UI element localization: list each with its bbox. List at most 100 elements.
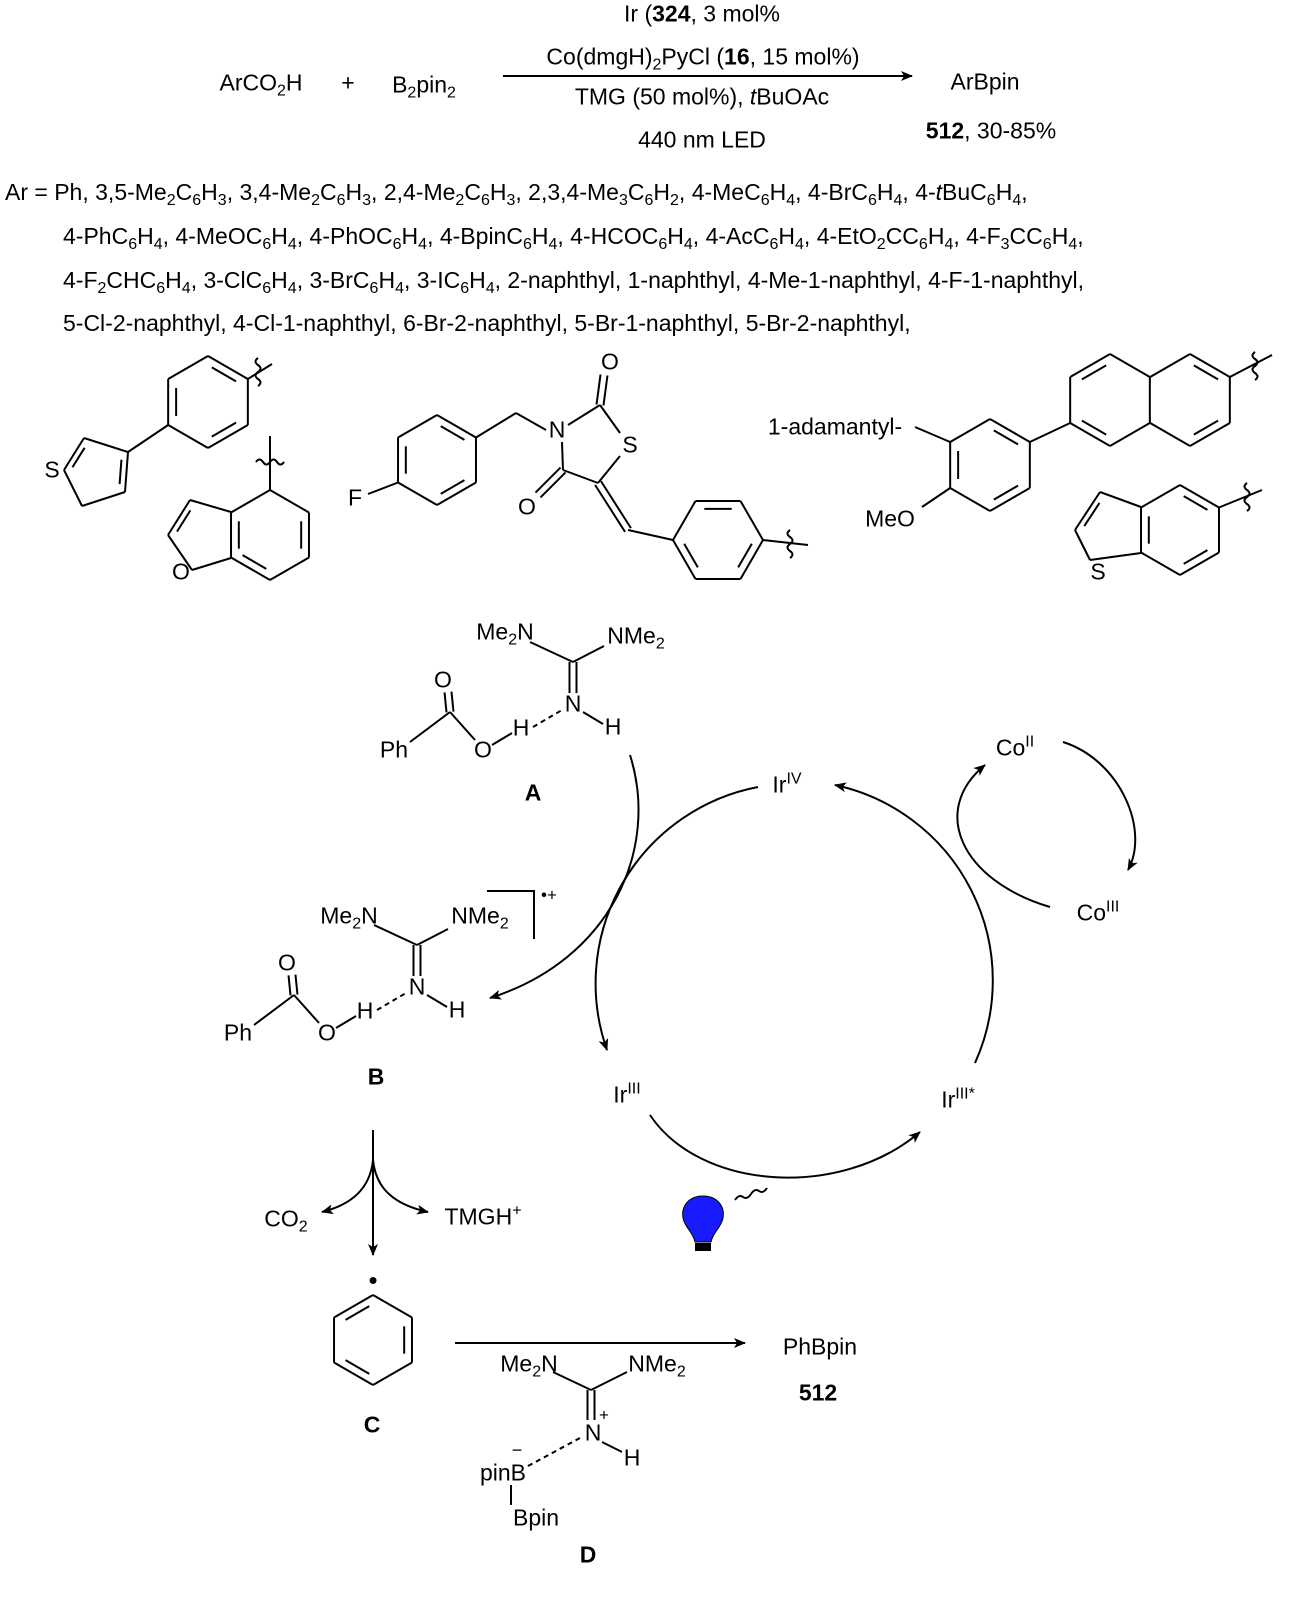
double-bond [683, 543, 699, 568]
atom-s: S [622, 431, 638, 458]
bond [1229, 354, 1273, 378]
benzene-bond [269, 556, 310, 581]
aryl-group: 4-PhOC6H4, [309, 223, 440, 253]
cond-text: Ir ( [624, 0, 653, 27]
arrow-to-co2 [321, 1159, 374, 1215]
b-h: H [356, 997, 374, 1024]
light-wave-icon [734, 1187, 768, 1201]
double-bond [242, 554, 267, 570]
oxidation-state: III [1106, 898, 1120, 916]
naphthalene-bond [1149, 422, 1191, 447]
aryl-group: 6-Br-2-naphthyl, [403, 310, 575, 336]
aryl-group: 2,4-Me2C6H3, [383, 179, 529, 209]
naphthalene-bond [1069, 353, 1111, 378]
scope-line: Ar = Ph, 3,5-Me2C6H3, 3,4-Me2C6H3, 2,4-M… [5, 179, 1028, 209]
benzene-bond [436, 414, 477, 439]
aryl-group: 3,4-Me2C6H3, [239, 179, 384, 209]
benzene-bond [949, 487, 991, 512]
bond [582, 711, 604, 725]
cobalt-arrow [956, 764, 1051, 908]
wavy-bond-icon [786, 529, 794, 559]
atom-o: O [172, 558, 190, 585]
thiophene-bond [1074, 491, 1101, 531]
bond [335, 1015, 357, 1029]
thiophene-bond [1099, 491, 1142, 508]
a-nme2: NMe2 [607, 622, 665, 653]
bond [515, 412, 547, 431]
d-plus-charge: + [599, 1405, 609, 1425]
a-h: H [512, 714, 530, 741]
product-phbpin: PhBpin [782, 1333, 858, 1360]
thiophene-bond [81, 491, 126, 507]
atom-s: S [44, 456, 60, 483]
tmgh-text: TMGH [444, 1203, 513, 1230]
wavy-bond-icon [1251, 351, 1259, 381]
atom-o: O [601, 348, 619, 375]
d-bpin: Bpin [512, 1504, 560, 1531]
double-bond [737, 543, 753, 568]
arrow-to-tmgh [372, 1159, 429, 1215]
ir-iv: IrIV [772, 771, 801, 797]
cobalt-arrow [1062, 741, 1138, 871]
benzene-bond [1179, 484, 1220, 509]
ir-iii: IrIII [613, 1081, 640, 1108]
condition-light: 440 nm LED [638, 126, 766, 153]
cond-compound-number: 16 [724, 43, 750, 70]
reactant-arco2h: ArCO2H [219, 69, 303, 100]
wavy-bond-icon [1243, 482, 1251, 512]
benzene-bond [167, 355, 209, 380]
ir-symbol: Ir [941, 1086, 956, 1113]
product-number: 512 [925, 117, 965, 144]
naphthalene-bond [1109, 422, 1151, 447]
aryl-group: 2-naphthyl, [507, 267, 628, 293]
bond [601, 1441, 623, 1453]
atom-f: F [347, 484, 363, 511]
charge: + [512, 1202, 522, 1220]
benzene-bond [1140, 551, 1181, 576]
bond [475, 412, 517, 439]
scope-line: 4-F2CHC6H4, 3-ClC6H4, 3-BrC6H4, 3-IC6H4,… [63, 267, 1084, 297]
double-bond [1183, 495, 1208, 511]
benzene-bond [739, 539, 764, 580]
benzene-bond [397, 414, 438, 439]
bracket [487, 890, 535, 939]
aryl-group: 4-BrC6H4, [807, 179, 916, 209]
benzene-bond [333, 1294, 374, 1319]
condition-base-solvent: TMG (50 mol%), tBuOAc [574, 83, 830, 110]
furan-bond [189, 499, 232, 513]
bond [597, 455, 621, 484]
bond [762, 539, 809, 546]
double-bond [1081, 419, 1107, 436]
naphthalene-bond [1189, 353, 1231, 378]
cycle-arrow [594, 786, 759, 1051]
d-pinb: pinB [479, 1459, 527, 1486]
scope-line: 4-PhC6H4, 4-MeOC6H4, 4-PhOC6H4, 4-BpinC6… [63, 223, 1084, 253]
bond [552, 1371, 592, 1391]
double-bond [211, 421, 237, 438]
yield-range: , 30-85% [964, 117, 1057, 144]
ir-symbol: Ir [613, 1081, 628, 1108]
atom-s: S [1090, 558, 1106, 585]
a-n: N [564, 690, 582, 717]
label-b: B [367, 1063, 385, 1090]
aryl-group: 4-PhC6H4, [63, 223, 176, 253]
b-me2n: Me2N [320, 902, 378, 933]
bond [426, 994, 448, 1008]
bond [590, 1371, 628, 1391]
aryl-group: 4-AcC6H4, [705, 223, 817, 253]
bond [914, 426, 951, 443]
aryl-group: 4-tBuC6H4, [915, 179, 1028, 209]
d-me2n: Me2N [500, 1350, 558, 1381]
bond [561, 441, 564, 471]
bond [1029, 422, 1071, 443]
co-symbol: Co [1076, 899, 1107, 926]
co-iii: CoIII [1076, 898, 1120, 926]
co2-byproduct: CO2 [264, 1205, 308, 1236]
double-bond [600, 480, 632, 529]
benzene-bond [672, 500, 697, 541]
bond [1218, 489, 1263, 509]
double-bond [602, 375, 609, 406]
bond [367, 481, 399, 495]
double-bond [594, 484, 626, 533]
